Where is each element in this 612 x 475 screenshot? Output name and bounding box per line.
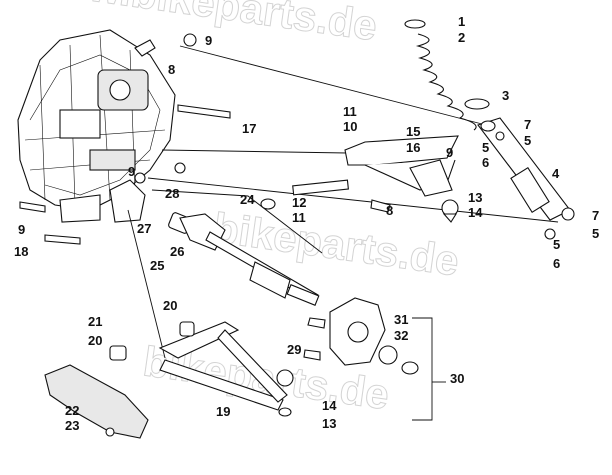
- callout-7b: 7: [592, 208, 599, 223]
- callout-12: 12: [292, 195, 306, 210]
- callout-27: 27: [137, 221, 151, 236]
- callout-13a: 13: [468, 190, 482, 205]
- callout-22: 22: [65, 403, 79, 418]
- callout-13b: 13: [322, 416, 336, 431]
- callout-18: 18: [14, 244, 28, 259]
- skid-plate: [44, 364, 149, 439]
- callout-20a: 20: [163, 298, 177, 313]
- steering-knuckle: [329, 297, 419, 375]
- callout-10: 10: [343, 119, 357, 134]
- callout-19: 19: [216, 404, 230, 419]
- callout-14b: 14: [322, 398, 337, 413]
- callout-9b: 9: [128, 164, 135, 179]
- callout-9c: 9: [18, 222, 25, 237]
- leader-lines: [127, 45, 559, 359]
- upper-a-arm: [260, 135, 459, 223]
- bracket-30: [412, 317, 446, 421]
- callout-2: 2: [458, 30, 465, 45]
- callout-30: 30: [450, 371, 464, 386]
- callout-11a: 11: [343, 104, 357, 119]
- callout-5b: 5: [524, 133, 531, 148]
- watermark-text-2: bikeparts.de: [210, 204, 462, 285]
- callout-17: 17: [242, 121, 256, 136]
- callout-25: 25: [150, 258, 164, 273]
- callout-32: 32: [394, 328, 408, 343]
- callout-20b: 20: [88, 333, 102, 348]
- callout-29: 29: [287, 342, 301, 357]
- callout-8a: 8: [168, 62, 175, 77]
- callout-14a: 14: [468, 205, 483, 220]
- callout-5d: 5: [592, 226, 599, 241]
- callout-31: 31: [394, 312, 408, 327]
- callout-4: 4: [552, 166, 560, 181]
- callout-26: 26: [170, 244, 184, 259]
- callout-15: 15: [406, 124, 420, 139]
- frame-assembly: [17, 29, 176, 223]
- callout-9a: 9: [205, 33, 212, 48]
- callout-3: 3: [502, 88, 509, 103]
- callout-6a: 6: [482, 155, 489, 170]
- callout-23: 23: [65, 418, 79, 433]
- callout-numbers: 1 2 3 4 5 5 5 5 6 6 7 7 8 8 9 9 9 9 10 1…: [14, 14, 599, 433]
- callout-7a: 7: [524, 117, 531, 132]
- callout-9d: 9: [446, 145, 453, 160]
- callout-24: 24: [240, 192, 255, 207]
- callout-16: 16: [406, 140, 420, 155]
- callout-1: 1: [458, 14, 465, 29]
- callout-5c: 5: [553, 237, 560, 252]
- callout-11b: 11: [292, 210, 306, 225]
- hardware-fasteners: [19, 33, 575, 437]
- callout-5a: 5: [482, 140, 489, 155]
- callout-8b: 8: [386, 203, 393, 218]
- spring-coil: [404, 19, 477, 131]
- lower-a-arm: [158, 321, 294, 417]
- callout-6b: 6: [553, 256, 560, 271]
- drive-axle: [168, 212, 320, 306]
- callout-28: 28: [165, 186, 179, 201]
- callout-21: 21: [88, 314, 102, 329]
